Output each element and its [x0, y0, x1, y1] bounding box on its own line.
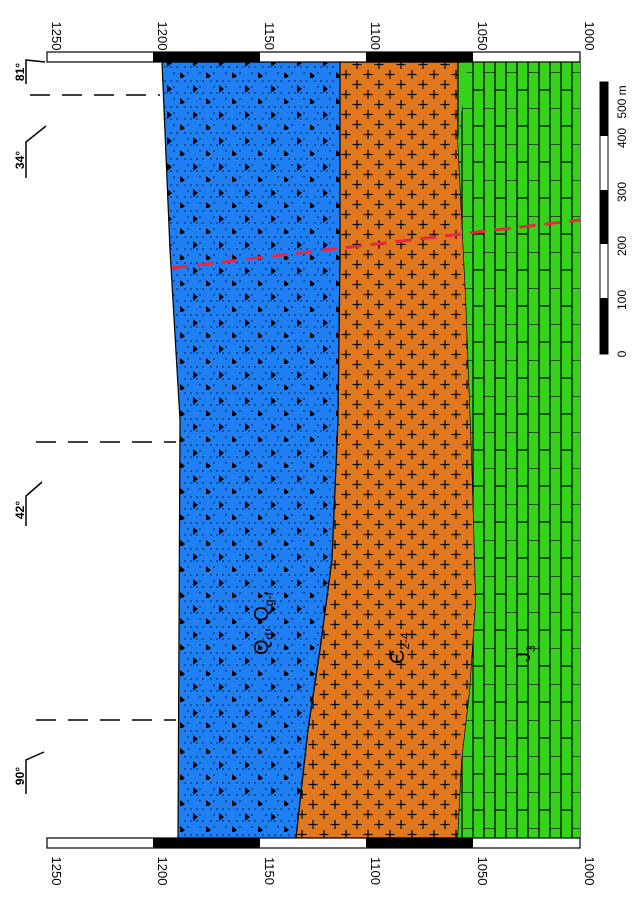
bottom-elevation-labels: 1250 1200 1150 1100 1050 1000	[49, 857, 597, 886]
label-part: d	[262, 633, 276, 640]
jurassic-brick-pattern	[458, 62, 580, 838]
cambrian-label: Є2-4	[387, 632, 412, 664]
distance-tick: 100	[615, 290, 629, 310]
elevation-tick: 1100	[368, 22, 383, 50]
dip-marker-1: 81°	[13, 59, 46, 84]
elevation-tick: 1250	[49, 857, 64, 886]
distance-tick: 200	[615, 236, 629, 256]
dip-angle-label: 34°	[13, 151, 27, 169]
quaternary-label: Qd, Qg-f	[251, 591, 276, 655]
distance-tick: 400	[615, 128, 629, 148]
dip-marker-4: 90°	[13, 751, 45, 794]
elevation-tick: 1150	[262, 857, 277, 885]
distance-scale-labels: 0 100 200 300 400 500 m	[615, 85, 629, 357]
top-elevation-bar	[46, 51, 581, 63]
label-part: J	[513, 652, 535, 662]
dip-marker-3: 42°	[13, 481, 43, 526]
elevation-tick: 1000	[582, 857, 597, 886]
distance-tick: 300	[615, 182, 629, 202]
label-part: g-f	[262, 591, 276, 606]
svg-text:Є2-4: Є2-4	[387, 632, 412, 664]
label-part: 3	[524, 645, 538, 652]
bottom-elevation-bar	[46, 837, 581, 849]
dip-angle-label: 42°	[13, 501, 27, 519]
label-part: Q	[251, 639, 273, 655]
label-part: , Q	[251, 606, 273, 633]
elevation-tick: 1100	[368, 857, 383, 885]
svg-text:Qd, Qg-f: Qd, Qg-f	[251, 591, 276, 655]
jurassic-label: J3	[513, 645, 538, 662]
label-part: Є	[387, 650, 409, 664]
elevation-tick: 1150	[262, 22, 277, 50]
elevation-tick: 1200	[155, 22, 170, 51]
surface-dashes	[30, 94, 176, 721]
label-part: 2-4	[398, 632, 412, 650]
elevation-tick: 1000	[582, 22, 597, 51]
fault-line	[171, 218, 581, 270]
distance-scale-bar	[599, 81, 609, 355]
dip-marker-2: 34°	[13, 125, 47, 178]
elevation-tick: 1050	[475, 22, 490, 51]
dip-angle-label: 81°	[13, 63, 27, 81]
elevation-tick: 1200	[155, 857, 170, 886]
elevation-tick: 1250	[49, 22, 64, 51]
distance-tick: 500 m	[615, 85, 629, 118]
elevation-tick: 1050	[475, 857, 490, 886]
dip-angle-label: 90°	[13, 767, 27, 785]
top-elevation-labels: 1250 1200 1150 1100 1050 1000	[49, 22, 597, 51]
distance-tick: 0	[615, 350, 629, 357]
svg-text:J3: J3	[513, 645, 538, 662]
